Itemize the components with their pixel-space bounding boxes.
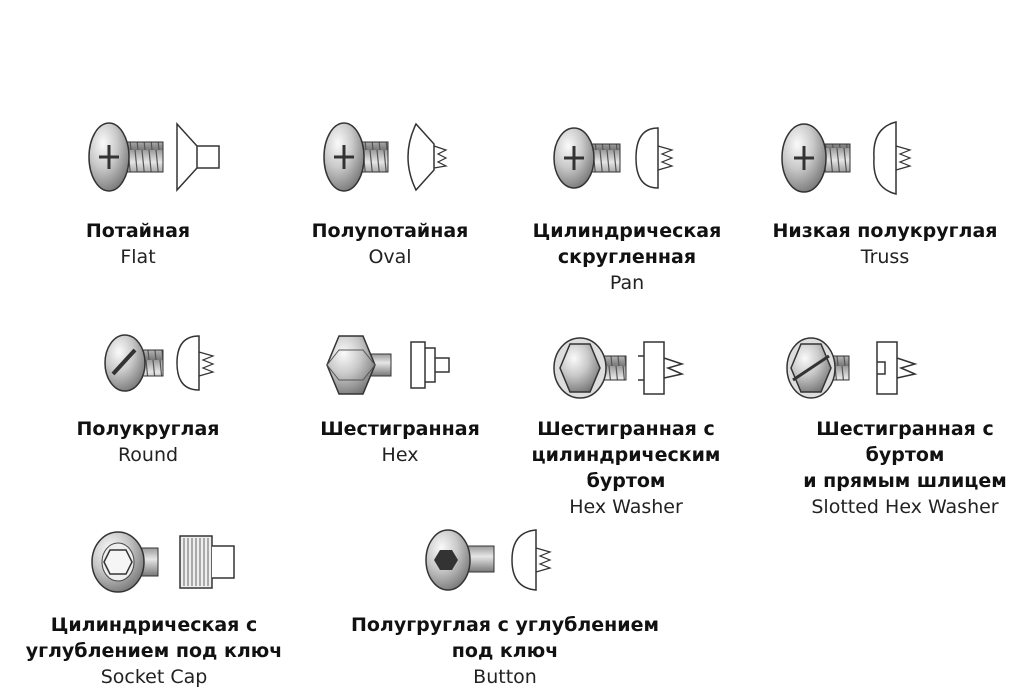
screw-en-label: Hex Washer xyxy=(569,496,683,518)
screw-ru-label: Полукруглая xyxy=(76,418,220,440)
screw-ru-label: Шестигранная с буртом и прямым шлицем xyxy=(803,418,1007,492)
slotted-hex-washer-screw-icon xyxy=(785,336,925,410)
screw-ru-label: Шестигранная с цилиндрическим буртом xyxy=(531,418,721,492)
screw-ru-label: Потайная xyxy=(85,220,191,242)
button-screw-icon xyxy=(424,526,584,600)
hex-screw-icon xyxy=(325,332,465,406)
round-screw-icon xyxy=(103,330,243,404)
screw-en-label: Pan xyxy=(609,272,645,294)
screw-en-label: Flat xyxy=(120,246,156,268)
socket-cap-screw-icon xyxy=(90,530,250,604)
screw-ru-label: Цилиндрическая скругленная xyxy=(532,220,722,268)
screw-ru-label: Полупотайная xyxy=(311,220,469,242)
screw-en-label: Socket Cap xyxy=(100,666,208,688)
screw-en-label: Round xyxy=(117,444,179,466)
screw-ru-label: Полугруглая с углублением под ключ xyxy=(350,614,660,662)
screw-en-label: Truss xyxy=(860,246,910,268)
screw-ru-label: Цилиндрическая с углублением под ключ xyxy=(25,614,283,662)
screw-en-label: Oval xyxy=(368,246,412,268)
screw-en-label: Hex xyxy=(381,444,419,466)
screw-ru-label: Низкая полукруглая xyxy=(772,220,998,242)
screw-en-label: Slotted Hex Washer xyxy=(811,496,999,518)
truss-screw-icon xyxy=(780,118,920,202)
flat-screw-icon xyxy=(85,120,225,204)
screw-en-label: Button xyxy=(473,666,537,688)
screw-ru-label: Шестигранная xyxy=(320,418,480,440)
pan-screw-icon xyxy=(550,120,690,204)
hex-washer-screw-icon xyxy=(552,336,692,410)
oval-screw-icon xyxy=(320,120,460,204)
